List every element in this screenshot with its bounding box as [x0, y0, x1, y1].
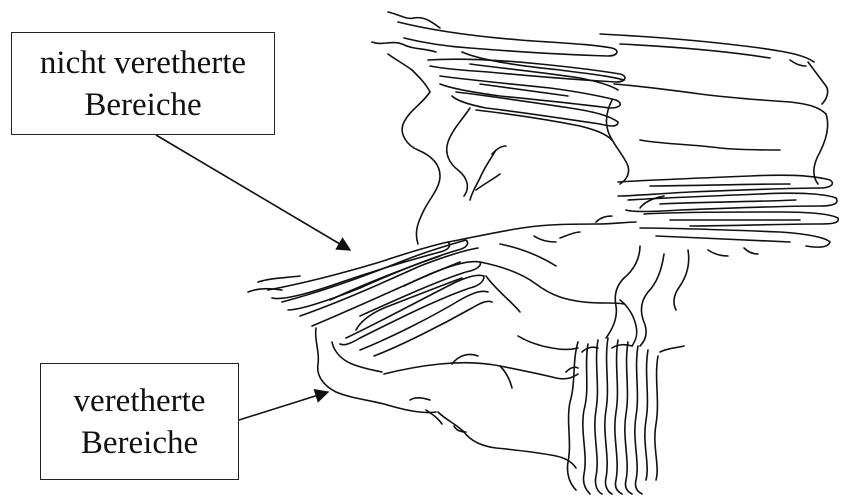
label-non-etherified-line1: nicht veretherte [40, 42, 246, 84]
amorphous-chains [316, 60, 828, 468]
arrow-non-etherified [156, 135, 350, 250]
crystalline-bundle-right [618, 175, 838, 247]
label-box-etherified: veretherte Bereiche [40, 363, 239, 480]
label-non-etherified-line2: Bereiche [84, 84, 201, 126]
label-etherified-line1: veretherte [74, 380, 206, 422]
arrow-etherified [239, 392, 328, 420]
crystalline-bundle-middle [248, 240, 492, 356]
crystalline-bundle-bottom [566, 338, 684, 494]
label-etherified-line2: Bereiche [81, 422, 198, 464]
label-box-non-etherified: nicht veretherte Bereiche [11, 32, 275, 135]
